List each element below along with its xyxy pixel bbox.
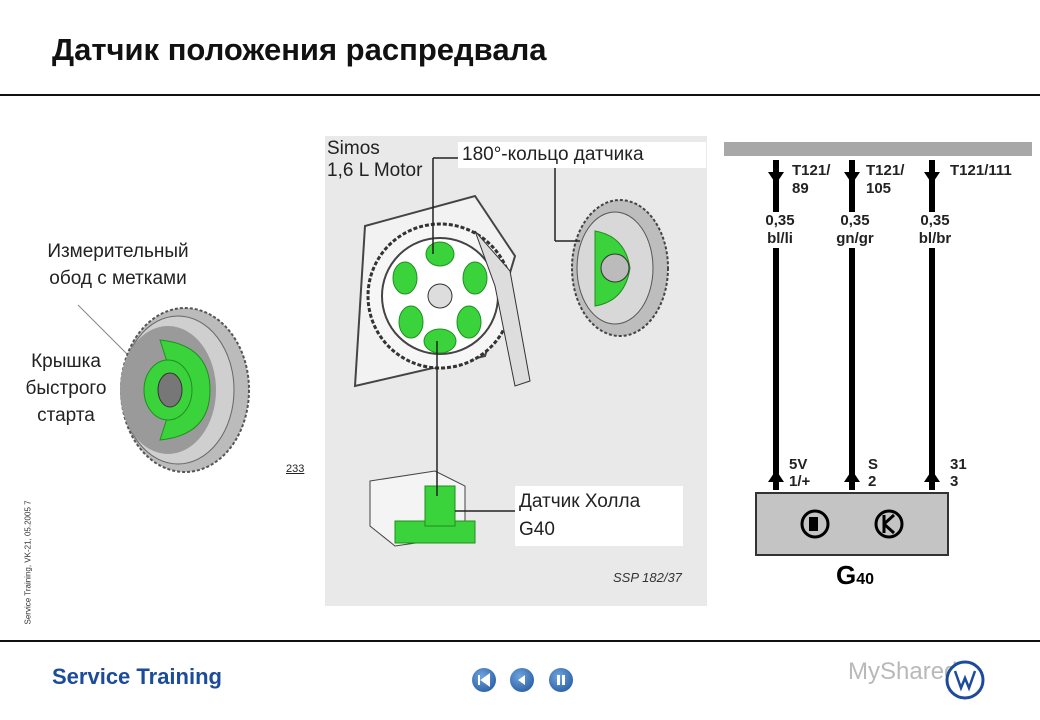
source-code: SSP 182/37 xyxy=(613,570,682,585)
wire-spec-3: 0,35 bl/br xyxy=(906,212,964,248)
pause-icon xyxy=(557,675,565,685)
component-number: 40 xyxy=(856,571,875,588)
engine-drawing xyxy=(353,157,669,547)
connector-1: T121/ 89 xyxy=(792,162,831,197)
connector-2: T121/ 105 xyxy=(866,162,905,197)
wiring-lines xyxy=(768,160,940,490)
engine-label-text: Simos 1,6 L Motor xyxy=(327,138,423,181)
service-training-brand: Service Training xyxy=(52,664,222,689)
watermark: MyShared xyxy=(848,658,958,685)
vw-logo-icon xyxy=(945,660,985,700)
pin-2: S 2 xyxy=(868,456,879,490)
wire-spec-1: 0,35 bl/li xyxy=(752,212,808,248)
component-letter: G xyxy=(836,560,857,590)
hall-sensor-label: Датчик Холла G40 xyxy=(515,486,683,546)
figure-code: 233 xyxy=(286,463,305,475)
hall-sensor-text: Датчик Холла G40 xyxy=(519,491,641,540)
sensor-box xyxy=(755,492,949,556)
pin-1: 5V 1/+ xyxy=(789,456,811,490)
ring-label: 180°-кольцо датчика xyxy=(458,142,706,168)
top-divider xyxy=(0,94,1040,96)
side-note: Service Training, VK-21, 05.2005 7 xyxy=(23,500,33,625)
ring-label-text: 180°-кольцо датчика xyxy=(462,144,644,165)
wire-spec-2: 0,35 gn/gr xyxy=(824,212,886,248)
measuring-rim-label: Измерительный обод с метками xyxy=(28,238,208,292)
component-name: G40 xyxy=(836,560,874,591)
measuring-rim-gear xyxy=(77,304,250,473)
engine-label: Simos 1,6 L Motor xyxy=(323,136,461,184)
cover-text: Крышка быстрого старта xyxy=(25,351,107,426)
first-slide-button[interactable] xyxy=(472,668,496,692)
connector-3: T121/111 xyxy=(950,162,1012,179)
previous-slide-button[interactable] xyxy=(510,668,534,692)
bottom-divider xyxy=(0,640,1040,642)
back-icon xyxy=(518,675,525,685)
sensor-symbols xyxy=(800,509,904,539)
engine-photo: Simos 1,6 L Motor 180°-кольцо датчика Да… xyxy=(325,136,707,606)
measuring-rim-text: Измерительный обод с метками xyxy=(47,241,189,289)
cover-label: Крышка быстрого старта xyxy=(14,348,118,429)
pin-3: 31 3 xyxy=(950,456,967,490)
pause-button[interactable] xyxy=(549,668,573,692)
slide-title: Датчик положения распредвала xyxy=(52,32,547,67)
rewind-icon xyxy=(478,673,490,687)
ground-bus xyxy=(724,142,1032,156)
